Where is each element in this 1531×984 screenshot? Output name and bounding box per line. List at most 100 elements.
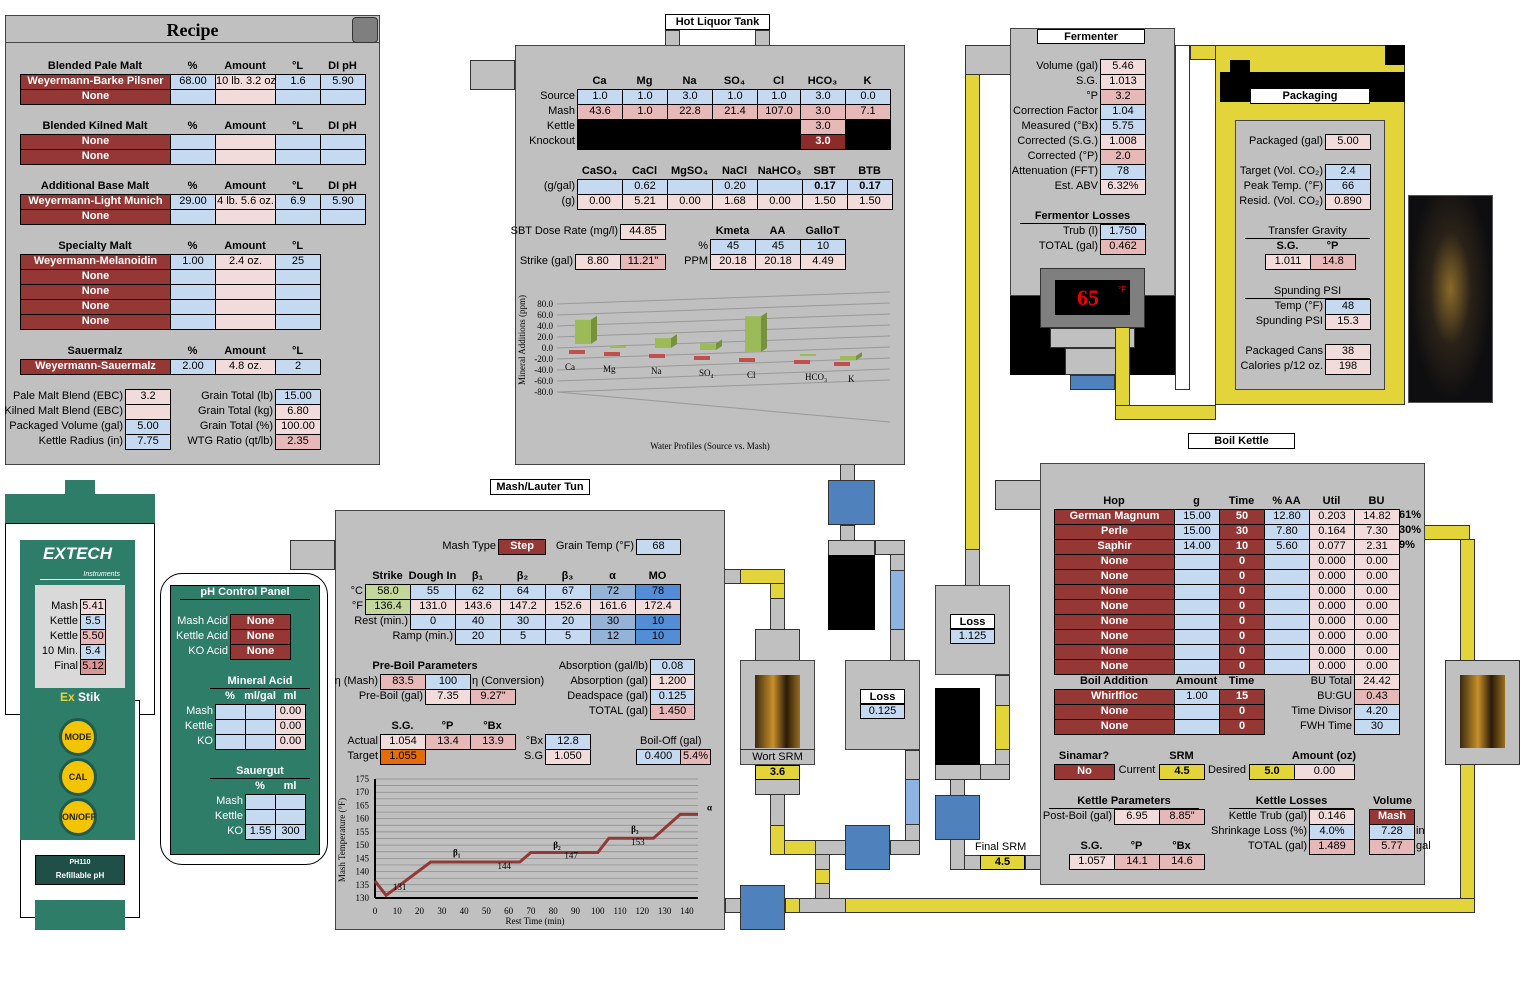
value-cell[interactable]: None: [1054, 569, 1175, 585]
value-cell[interactable]: None: [1054, 704, 1175, 720]
value-cell[interactable]: 5.60: [1264, 539, 1310, 555]
value-cell[interactable]: [1174, 629, 1220, 645]
value-cell[interactable]: 78: [635, 584, 681, 600]
value-cell[interactable]: 1.6: [275, 74, 321, 90]
value-cell[interactable]: 0.400: [636, 749, 681, 765]
value-cell[interactable]: [245, 704, 276, 720]
value-cell[interactable]: 136.4: [365, 599, 411, 615]
value-cell[interactable]: 48: [1325, 299, 1371, 315]
value-cell[interactable]: [667, 179, 713, 195]
value-cell[interactable]: [275, 284, 321, 300]
value-cell[interactable]: 0.08: [650, 659, 695, 675]
value-cell[interactable]: [275, 89, 321, 105]
value-cell[interactable]: Mash: [1369, 809, 1415, 825]
value-cell[interactable]: 58.0: [365, 584, 411, 600]
value-cell[interactable]: [1174, 569, 1220, 585]
value-cell[interactable]: 0: [1219, 569, 1265, 585]
value-cell[interactable]: [170, 209, 216, 225]
value-cell[interactable]: 10: [1219, 539, 1265, 555]
value-cell[interactable]: 0: [1219, 554, 1265, 570]
value-cell[interactable]: [1264, 554, 1310, 570]
value-cell[interactable]: [1264, 629, 1310, 645]
value-cell[interactable]: [1264, 644, 1310, 660]
value-cell[interactable]: None: [230, 614, 291, 630]
value-cell[interactable]: 25: [275, 254, 321, 270]
value-cell[interactable]: 66: [1325, 179, 1371, 195]
value-cell[interactable]: None: [20, 314, 171, 330]
value-cell[interactable]: 2: [275, 359, 321, 375]
value-cell[interactable]: 5.00: [125, 419, 171, 435]
value-cell[interactable]: 0: [1219, 659, 1265, 675]
value-cell[interactable]: [170, 269, 216, 285]
value-cell[interactable]: 1.0: [757, 89, 801, 105]
value-cell[interactable]: 15.00: [1174, 509, 1220, 525]
value-cell[interactable]: None: [20, 284, 171, 300]
value-cell[interactable]: 20: [455, 629, 501, 645]
value-cell[interactable]: None: [20, 299, 171, 315]
value-cell[interactable]: [1264, 599, 1310, 615]
value-cell[interactable]: [757, 179, 803, 195]
value-cell[interactable]: [1174, 599, 1220, 615]
value-cell[interactable]: 29.00: [170, 194, 216, 210]
value-cell[interactable]: None: [20, 149, 171, 165]
valve[interactable]: [1070, 375, 1115, 390]
value-cell[interactable]: 30: [1219, 524, 1265, 540]
value-cell[interactable]: None: [230, 629, 291, 645]
value-cell[interactable]: None: [20, 269, 171, 285]
value-cell[interactable]: None: [1054, 584, 1175, 600]
value-cell[interactable]: 12.8: [545, 734, 591, 750]
value-cell[interactable]: 1.04: [1100, 104, 1146, 120]
value-cell[interactable]: 0.17: [802, 179, 848, 195]
value-cell[interactable]: 68: [636, 539, 681, 555]
value-cell[interactable]: 5.5: [80, 614, 106, 630]
value-cell[interactable]: 72: [590, 584, 636, 600]
value-cell[interactable]: [215, 719, 246, 735]
value-cell[interactable]: 20: [545, 614, 591, 630]
value-cell[interactable]: Saphir: [1054, 539, 1175, 555]
value-cell[interactable]: 0.17: [847, 179, 893, 195]
value-cell[interactable]: [275, 809, 306, 825]
value-cell[interactable]: 1.0: [622, 89, 668, 105]
value-cell[interactable]: German Magnum: [1054, 509, 1175, 525]
value-cell[interactable]: Weyermann-Melanoidin: [20, 254, 171, 270]
value-cell[interactable]: [275, 209, 321, 225]
value-cell[interactable]: [1174, 704, 1220, 720]
value-cell[interactable]: 0.125: [650, 689, 695, 705]
value-cell[interactable]: [1174, 719, 1220, 735]
value-cell[interactable]: Weyermann-Barke Pilsner: [20, 74, 171, 90]
value-cell[interactable]: [1174, 659, 1220, 675]
value-cell[interactable]: [275, 134, 321, 150]
value-cell[interactable]: 1.00: [1174, 689, 1220, 705]
value-cell[interactable]: None: [1054, 719, 1175, 735]
value-cell[interactable]: [245, 809, 276, 825]
valve[interactable]: [845, 825, 890, 870]
value-cell[interactable]: 50: [1219, 509, 1265, 525]
value-cell[interactable]: 1.55: [245, 824, 276, 840]
value-cell[interactable]: [275, 149, 321, 165]
value-cell[interactable]: [1264, 659, 1310, 675]
value-cell[interactable]: [275, 794, 306, 810]
value-cell[interactable]: None: [1054, 554, 1175, 570]
value-cell[interactable]: [1174, 644, 1220, 660]
value-cell[interactable]: [320, 89, 366, 105]
value-cell[interactable]: None: [230, 644, 291, 660]
value-cell[interactable]: 0.0: [845, 89, 891, 105]
value-cell[interactable]: 14.00: [1174, 539, 1220, 555]
value-cell[interactable]: Weyermann-Sauermalz: [20, 359, 171, 375]
value-cell[interactable]: 4.20: [1354, 704, 1400, 720]
value-cell[interactable]: Step: [498, 539, 546, 555]
value-cell[interactable]: 0: [1219, 644, 1265, 660]
value-cell[interactable]: 0: [410, 614, 456, 630]
value-cell[interactable]: [275, 269, 321, 285]
value-cell[interactable]: None: [20, 209, 171, 225]
value-cell[interactable]: 10: [635, 614, 681, 630]
valve[interactable]: [740, 885, 785, 930]
value-cell[interactable]: 15.00: [275, 389, 321, 405]
value-cell[interactable]: [320, 209, 366, 225]
value-cell[interactable]: 5.90: [320, 194, 366, 210]
value-cell[interactable]: None: [1054, 629, 1175, 645]
value-cell[interactable]: 12.80: [1264, 509, 1310, 525]
value-cell[interactable]: 0: [1219, 719, 1265, 735]
value-cell[interactable]: [170, 89, 216, 105]
value-cell[interactable]: 7.75: [125, 434, 171, 450]
